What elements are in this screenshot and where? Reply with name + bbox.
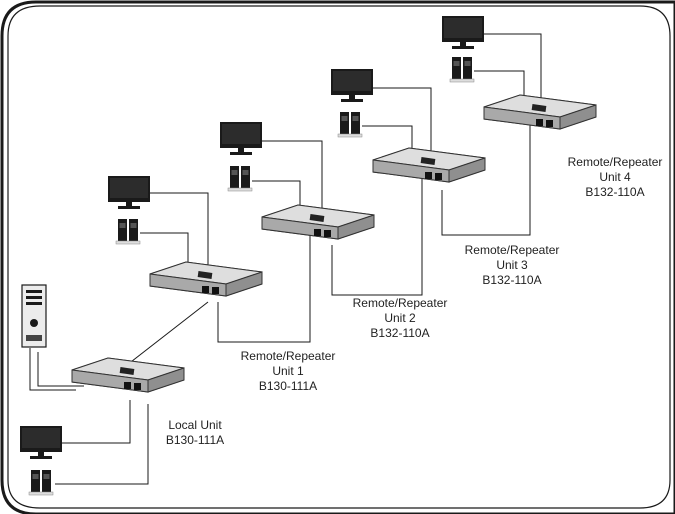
label-line1: Remote/Repeater (567, 155, 663, 169)
label-model: B130-111A (165, 433, 225, 447)
unit1-box (149, 261, 263, 297)
label-line2: Unit 4 (599, 170, 631, 184)
label-line2: Unit 1 (272, 364, 304, 378)
monitor-icon (220, 122, 262, 155)
monitor-icon (442, 16, 484, 49)
label-unit2: Remote/Repeater Unit 2 B132-110A (340, 296, 460, 341)
label-local-unit: Local Unit B130-111A (150, 418, 240, 448)
speaker-icon (28, 469, 54, 496)
label-unit1: Remote/Repeater Unit 1 B130-111A (228, 349, 348, 394)
computer-tower-icon (21, 284, 47, 348)
monitor-icon (108, 176, 150, 209)
monitor-icon (331, 69, 373, 102)
unit3-box (372, 147, 486, 183)
label-line2: Unit 3 (496, 258, 528, 272)
label-model: B132-110A (370, 326, 430, 340)
label-model: B130-111A (258, 379, 318, 393)
local-unit-box (71, 357, 185, 393)
label-line1: Remote/Repeater (240, 349, 336, 363)
unit4-box (483, 94, 597, 130)
label-line1: Remote/Repeater (352, 296, 448, 310)
label-model: B132-110A (482, 273, 542, 287)
speaker-icon (449, 56, 475, 83)
label-model: B132-110A (585, 185, 645, 199)
label-line2: Unit 2 (384, 311, 416, 325)
label-line1: Remote/Repeater (464, 243, 560, 257)
monitor-icon (20, 426, 62, 459)
label-unit3: Remote/Repeater Unit 3 B132-110A (452, 243, 572, 288)
label-unit4: Remote/Repeater Unit 4 B132-110A (560, 155, 670, 200)
label-line1: Local Unit (168, 418, 222, 432)
speaker-icon (227, 165, 253, 192)
speaker-icon (337, 111, 363, 138)
unit2-box (261, 204, 375, 240)
speaker-icon (115, 218, 141, 245)
